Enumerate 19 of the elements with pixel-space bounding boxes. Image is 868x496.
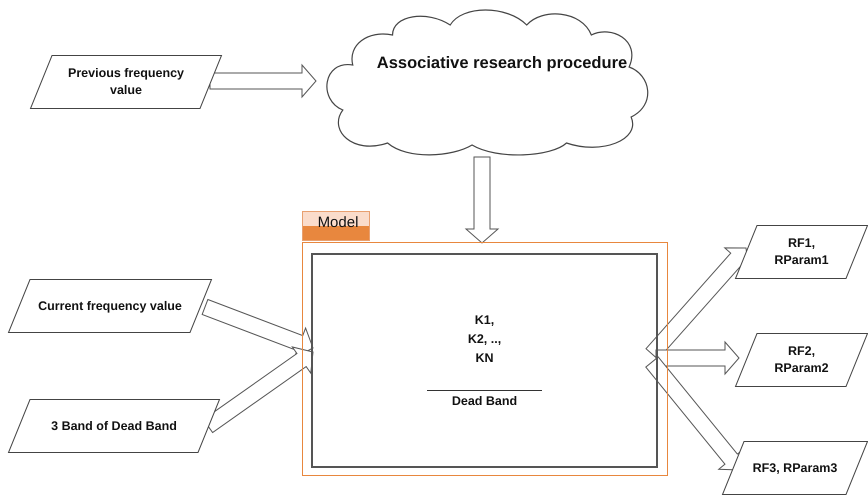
input-parallelogram: [735, 333, 868, 387]
node-label: RF2, RParam2: [773, 343, 830, 377]
input-parallelogram: [722, 441, 868, 495]
node-label: RF3, RParam3: [752, 460, 838, 476]
node-label: 3 Band of Dead Band: [51, 418, 177, 434]
block-arrow: [464, 156, 500, 244]
node-label: RF1, RParam1: [773, 235, 830, 269]
input-parallelogram: [735, 225, 868, 279]
input-parallelogram: [30, 55, 222, 109]
block-arrow: [210, 64, 317, 98]
node-label: Dead Band: [452, 393, 518, 410]
cloud-label: Associative research procedure: [376, 55, 628, 72]
node-label: Previous frequency value: [66, 65, 185, 99]
block-arrow: [656, 340, 740, 376]
input-parallelogram: [8, 279, 212, 333]
block-arrow: [645, 247, 750, 360]
input-parallelogram: [8, 399, 220, 453]
parameter-list: K1, K2, .., KN: [468, 311, 502, 368]
node-label: Current frequency value: [38, 298, 182, 314]
